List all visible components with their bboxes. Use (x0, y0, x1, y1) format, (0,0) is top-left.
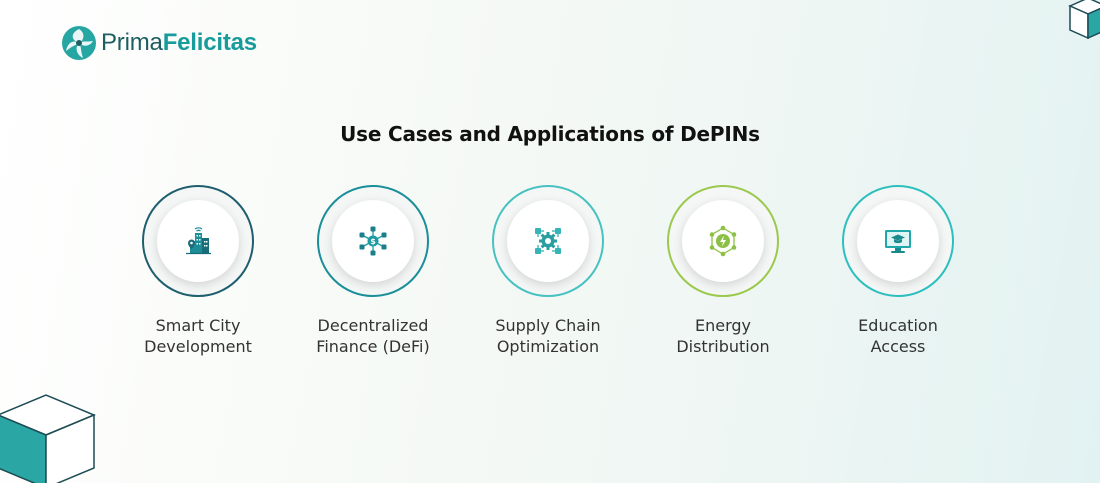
use-case-label: Decentralized Finance (DeFi) (288, 315, 458, 357)
icon-ring: $ (317, 185, 429, 297)
icon-ring (492, 185, 604, 297)
use-case-education: Education Access (813, 185, 983, 357)
label-line-2: Development (144, 337, 252, 356)
use-case-label: Education Access (813, 315, 983, 357)
smart-city-icon (186, 227, 211, 255)
icon-circle (507, 200, 589, 282)
brand-logo: PrimaFelicitas (61, 25, 257, 61)
label-line-1: Energy (694, 316, 751, 335)
label-line-2: Optimization (496, 337, 600, 356)
icon-circle (857, 200, 939, 282)
use-case-energy: Energy Distribution (638, 185, 808, 357)
label-line-1: Smart City (155, 316, 241, 335)
use-case-supply-chain: Supply Chain Optimization (463, 185, 633, 357)
use-case-label: Supply Chain Optimization (463, 315, 633, 357)
icon-ring (142, 185, 254, 297)
education-monitor-icon (885, 230, 911, 253)
label-line-2: Finance (DeFi) (316, 337, 430, 356)
energy-network-icon (709, 225, 737, 257)
icon-circle: $ (332, 200, 414, 282)
icon-circle (157, 200, 239, 282)
icon-circle (682, 200, 764, 282)
icon-ring (667, 185, 779, 297)
defi-network-icon: $ (359, 226, 387, 256)
label-line-2: Access (870, 337, 926, 356)
label-line-1: Supply Chain (495, 316, 601, 335)
prima-felicitas-logo-icon (62, 26, 96, 60)
page-title: Use Cases and Applications of DePINs (340, 122, 760, 146)
use-case-label: Smart City Development (113, 315, 283, 357)
brand-name-part2: Felicitas (162, 29, 257, 56)
label-line-1: Decentralized (317, 316, 429, 335)
decorative-cube-bottom-left (0, 394, 96, 483)
decorative-cube-top-right (1068, 0, 1100, 40)
use-case-defi: $ Decentralized Finance (DeFi) (288, 185, 458, 357)
brand-name-part1: Prima (101, 29, 163, 56)
use-case-label: Energy Distribution (638, 315, 808, 357)
icon-ring (842, 185, 954, 297)
svg-text:$: $ (370, 237, 376, 246)
label-line-1: Education (858, 316, 938, 335)
use-case-smart-city: Smart City Development (113, 185, 283, 357)
supply-chain-gear-icon (535, 228, 561, 254)
brand-name: PrimaFelicitas (101, 29, 257, 57)
label-line-2: Distribution (676, 337, 770, 356)
